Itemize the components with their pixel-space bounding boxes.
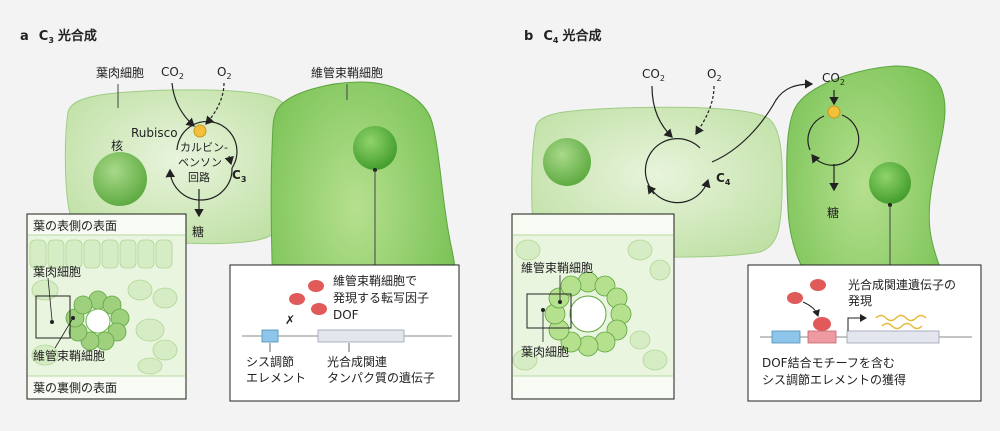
rubisco-label-a: Rubisco [131, 126, 178, 140]
acq-line2-b: シス調節エレメントの獲得 [762, 372, 906, 387]
nucleus-bundle-sheath-b [869, 162, 911, 204]
cycle-line3-a: 回路 [188, 171, 210, 184]
co2-arrow-b [651, 85, 673, 138]
mesophyll-label-a: 葉肉細胞 [96, 66, 144, 80]
inset-bundle-sheath-b: 維管束鞘細胞 [521, 260, 593, 275]
sugar-label-a: 糖 [192, 224, 204, 239]
inset-mesophyll-a: 葉肉細胞 [33, 265, 81, 279]
gene-line1-b: 光合成関連遺伝子の [848, 277, 956, 292]
co2-arrow-a [171, 82, 195, 127]
calvin-cycle-ring-b-close [807, 115, 825, 151]
calvin-cycle-arrow-a [224, 155, 234, 166]
co2-label-a: CO2 [161, 65, 184, 81]
leaf-cross-section-inset-a: 葉の表側の表面 葉肉細胞 維管束鞘細胞 葉の裏側の表面 [26, 213, 187, 400]
dof-protein-1-a [308, 280, 324, 292]
c4-cycle-arrow [647, 185, 657, 195]
callout-box-b: 光合成関連遺伝子の 発現 DOF結合モチーフを含む シス調節エレメントの獲得 [747, 264, 982, 402]
inset-lower-surface-a: 葉の裏側の表面 [33, 380, 117, 395]
bundle-sheath-label-a: 維管束鞘細胞 [311, 65, 383, 80]
mrna-wave-2-b [881, 322, 923, 330]
gene-line2-b: 発現 [848, 294, 872, 308]
nucleus-mesophyll-b [543, 138, 591, 186]
dof-protein-1-b [810, 279, 826, 291]
callout-box-a: 維管束鞘細胞で 発現する転写因子 DOF ✗ シス調節 エレメント 光合成関連 … [229, 264, 460, 402]
tf-line1-a: 維管束鞘細胞で [333, 273, 417, 288]
co2-transport-arrow [711, 79, 814, 163]
no-binding-mark-a: ✗ [285, 313, 295, 327]
calvin-cycle-ring-a-top [176, 120, 238, 169]
o2-label-a: O2 [217, 65, 232, 81]
calvin-cycle-ring-a-bottom [165, 167, 233, 201]
gene-box-b [846, 330, 940, 344]
c3-label: C3 [232, 168, 246, 184]
co2-label-b: CO2 [642, 67, 665, 83]
cis-line1-a: シス調節 [246, 354, 294, 369]
cycle-line2-a: ベンソン [178, 156, 222, 169]
cis-element-blue-b [771, 330, 801, 344]
gene-box-a [317, 329, 405, 343]
c4-cycle-ring [644, 138, 711, 204]
dof-protein-3-a [311, 303, 327, 315]
rubisco-enzyme-a [193, 124, 207, 138]
o2-arrow-b [695, 85, 715, 136]
acq-line1-b: DOF結合モチーフを含む [762, 355, 895, 370]
cis-element-pink-b [807, 330, 837, 344]
calvin-cycle-ring-b [811, 114, 860, 166]
gene-line1-a: 光合成関連 [327, 354, 387, 369]
o2-label-b: O2 [707, 67, 722, 83]
tf-line3-a: DOF [333, 308, 359, 322]
dof-binding-arrow-b [802, 301, 820, 317]
nucleus-label-a: 核 [111, 139, 123, 153]
inset-upper-surface-a: 葉の表側の表面 [33, 219, 117, 233]
sugar-label-b: 糖 [827, 205, 839, 220]
nucleus-bundle-sheath-a [353, 126, 397, 170]
dof-protein-2-b [787, 292, 803, 304]
gene-line2-a: タンパク質の遺伝子 [327, 370, 435, 385]
leaf-cross-section-inset-b: 維管束鞘細胞 葉肉細胞 [511, 213, 675, 400]
co2-bs-label: CO2 [822, 71, 845, 87]
cis-line2-a: エレメント [246, 371, 306, 385]
rubisco-enzyme-b [827, 105, 841, 119]
cycle-line1-a: カルビン- [180, 141, 228, 154]
mrna-wave-1-b [875, 314, 927, 322]
cis-element-a [261, 329, 279, 343]
c4-label: C4 [716, 171, 731, 187]
dof-protein-bound-b [813, 317, 831, 331]
tf-line2-a: 発現する転写因子 [333, 291, 429, 305]
nucleus-mesophyll-a [93, 152, 147, 206]
transcription-arrow-b [847, 314, 867, 331]
dof-protein-2-a [289, 293, 305, 305]
inset-mesophyll-b: 葉肉細胞 [521, 345, 569, 359]
inset-bundle-sheath-a: 維管束鞘細胞 [33, 348, 105, 363]
